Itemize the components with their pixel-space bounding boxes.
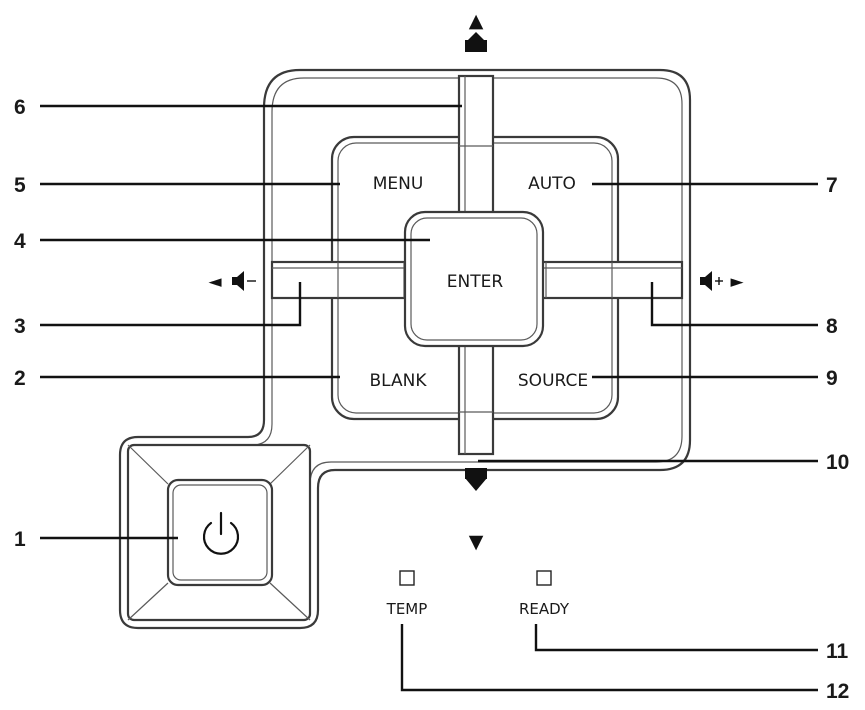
leader-lines — [40, 104, 818, 692]
up-arrow-base-icon — [465, 40, 487, 52]
callout-4: 4 — [14, 230, 26, 253]
callout-1: 1 — [14, 528, 26, 551]
up-arrow-icon: ▲ — [469, 10, 484, 32]
callout-6: 6 — [14, 96, 26, 119]
down-arrow-icon: ▼ — [469, 531, 484, 553]
temp-led-label: TEMP — [386, 600, 428, 618]
volume-up-icon — [700, 271, 723, 291]
right-arrow-icon: ► — [730, 272, 744, 292]
callout-7: 7 — [826, 174, 838, 197]
power-icon — [202, 511, 240, 555]
callout-10: 10 — [826, 451, 849, 474]
down-arrow-taper-icon — [465, 478, 487, 491]
callout-9: 9 — [826, 367, 838, 390]
callout-11: 11 — [826, 640, 849, 663]
blank-label: BLANK — [369, 371, 427, 391]
callout-3: 3 — [14, 315, 26, 338]
volume-down-icon — [232, 271, 256, 291]
up-button[interactable] — [459, 76, 493, 212]
callout-5: 5 — [14, 174, 26, 197]
temp-led — [399, 570, 415, 586]
power-button[interactable] — [126, 443, 312, 622]
right-volume-up-button[interactable] — [546, 262, 682, 298]
ready-led — [536, 570, 552, 586]
left-volume-down-button[interactable] — [272, 262, 404, 298]
enter-button[interactable]: ENTER — [403, 210, 545, 348]
callout-12: 12 — [826, 680, 849, 703]
auto-label: AUTO — [528, 174, 576, 194]
down-arrow-base-icon — [465, 468, 487, 479]
up-arrow-taper-icon — [468, 32, 484, 40]
enter-label: ENTER — [447, 272, 504, 292]
ready-led-label: READY — [519, 600, 570, 618]
left-arrow-icon: ◄ — [208, 272, 222, 292]
source-label: SOURCE — [518, 371, 588, 391]
callout-8: 8 — [826, 315, 838, 338]
callout-2: 2 — [14, 367, 26, 390]
down-button[interactable] — [459, 346, 493, 454]
menu-label: MENU — [373, 174, 424, 194]
